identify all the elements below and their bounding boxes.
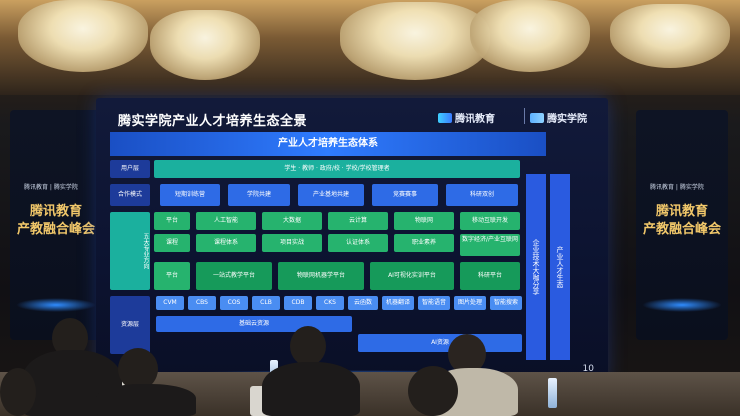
direction-item: 人工智能 [196, 212, 256, 230]
direction-item: 物联网 [394, 212, 454, 230]
platform-item: 科研平台 [460, 262, 520, 290]
audience-person [96, 384, 196, 416]
ecosystem-diagram: 产业人才培养生态体系 用户层 学生 · 教师 · 政府/校 · 学校/学校管理者… [110, 132, 546, 358]
side-panel-right: 腾讯教育 | 腾实学院 腾讯教育 产教融合峰会 [636, 110, 728, 340]
coop-item: 短期训练营 [160, 184, 220, 206]
resource-item: 智能搜索 [490, 296, 522, 310]
audience-person [262, 362, 360, 416]
side-glow [642, 298, 722, 312]
side-logos: 腾讯教育 | 腾实学院 [24, 184, 78, 191]
coop-item: 竞赛赛事 [372, 184, 438, 206]
audience-head [118, 348, 158, 390]
side-logos: 腾讯教育 | 腾实学院 [650, 184, 704, 191]
side-title-line1: 腾讯教育 [29, 204, 82, 219]
resource-item: CLB [252, 296, 280, 310]
coop-item: 产业基地共建 [298, 184, 364, 206]
tengshi-academy-icon [530, 113, 544, 123]
slide-title: 腾实学院产业人才培养生态全景 [118, 114, 308, 129]
platform-sub-label: 平台 [154, 212, 190, 230]
chandelier-right [470, 0, 590, 72]
direction-item: 大数据 [262, 212, 322, 230]
platform-sub-label: 平台 [154, 262, 190, 290]
direction-item: 数字经济/产业互联网 [460, 234, 520, 256]
resource-item: 图片处理 [454, 296, 486, 310]
resource-item: CBS [188, 296, 216, 310]
direction-item: 云计算 [328, 212, 388, 230]
enterprise-share-column: 企业技术大咖分享 [526, 174, 546, 360]
logo-divider [524, 108, 525, 124]
diagram-title: 产业人才培养生态体系 [110, 132, 546, 156]
platform-sub-label: 课程 [154, 234, 190, 252]
audience-head [448, 334, 486, 374]
side-title-line2: 产教融合峰会 [16, 222, 95, 237]
direction-item: 课程体系 [196, 234, 256, 252]
direction-label: 五大专业方向 [110, 212, 150, 290]
user-layer-bar: 学生 · 教师 · 政府/校 · 学校/学校管理者 [154, 160, 520, 178]
direction-item: 认证体系 [328, 234, 388, 252]
audience-head [290, 326, 326, 366]
audience-head [0, 368, 36, 416]
resource-item: 机器翻译 [382, 296, 414, 310]
chandelier-center [340, 2, 490, 80]
platform-item: AI可视化实训平台 [370, 262, 454, 290]
direction-item: 项目实战 [262, 234, 322, 252]
ai-resource-bar: AI资源 [358, 334, 522, 352]
coop-item: 科研双创 [446, 184, 518, 206]
platform-item: 物联网机器学平台 [278, 262, 364, 290]
resource-item: CKS [316, 296, 344, 310]
chandelier-center-left [150, 10, 260, 80]
user-layer-label: 用户层 [110, 160, 150, 178]
page-number: 10 [582, 364, 594, 374]
base-cloud-bar: 基础云资源 [156, 316, 352, 332]
side-glow [16, 298, 96, 312]
resource-item: CVM [156, 296, 184, 310]
side-title-line2: 产教融合峰会 [642, 222, 721, 237]
projection-screen: 腾实学院产业人才培养生态全景 腾讯教育 腾实学院 产业人才培养生态体系 用户层 … [96, 98, 608, 380]
resource-layer-label: 资源层 [110, 296, 150, 354]
resource-item: 智能语音 [418, 296, 450, 310]
coop-item: 学院共建 [228, 184, 290, 206]
talent-ecosystem-column: 产业人才生态 [550, 174, 570, 360]
tencent-education-logo: 腾讯教育 [438, 110, 495, 125]
direction-item: 移动互联开发 [460, 212, 520, 230]
chandelier-left [18, 0, 148, 72]
tencent-education-icon [438, 113, 452, 123]
side-panel-left: 腾讯教育 | 腾实学院 腾讯教育 产教融合峰会 [10, 110, 102, 340]
tengshi-academy-logo: 腾实学院 [530, 110, 587, 125]
side-title-line1: 腾讯教育 [655, 204, 708, 219]
resource-item: CDB [284, 296, 312, 310]
resource-item: 云函数 [348, 296, 378, 310]
platform-item: 一站式教学平台 [196, 262, 272, 290]
chandelier-far-right [610, 4, 730, 68]
water-bottle [548, 378, 557, 408]
coop-mode-label: 合作模式 [110, 184, 150, 206]
resource-item: COS [220, 296, 248, 310]
audience-head [408, 366, 458, 416]
direction-item: 职业素养 [394, 234, 454, 252]
